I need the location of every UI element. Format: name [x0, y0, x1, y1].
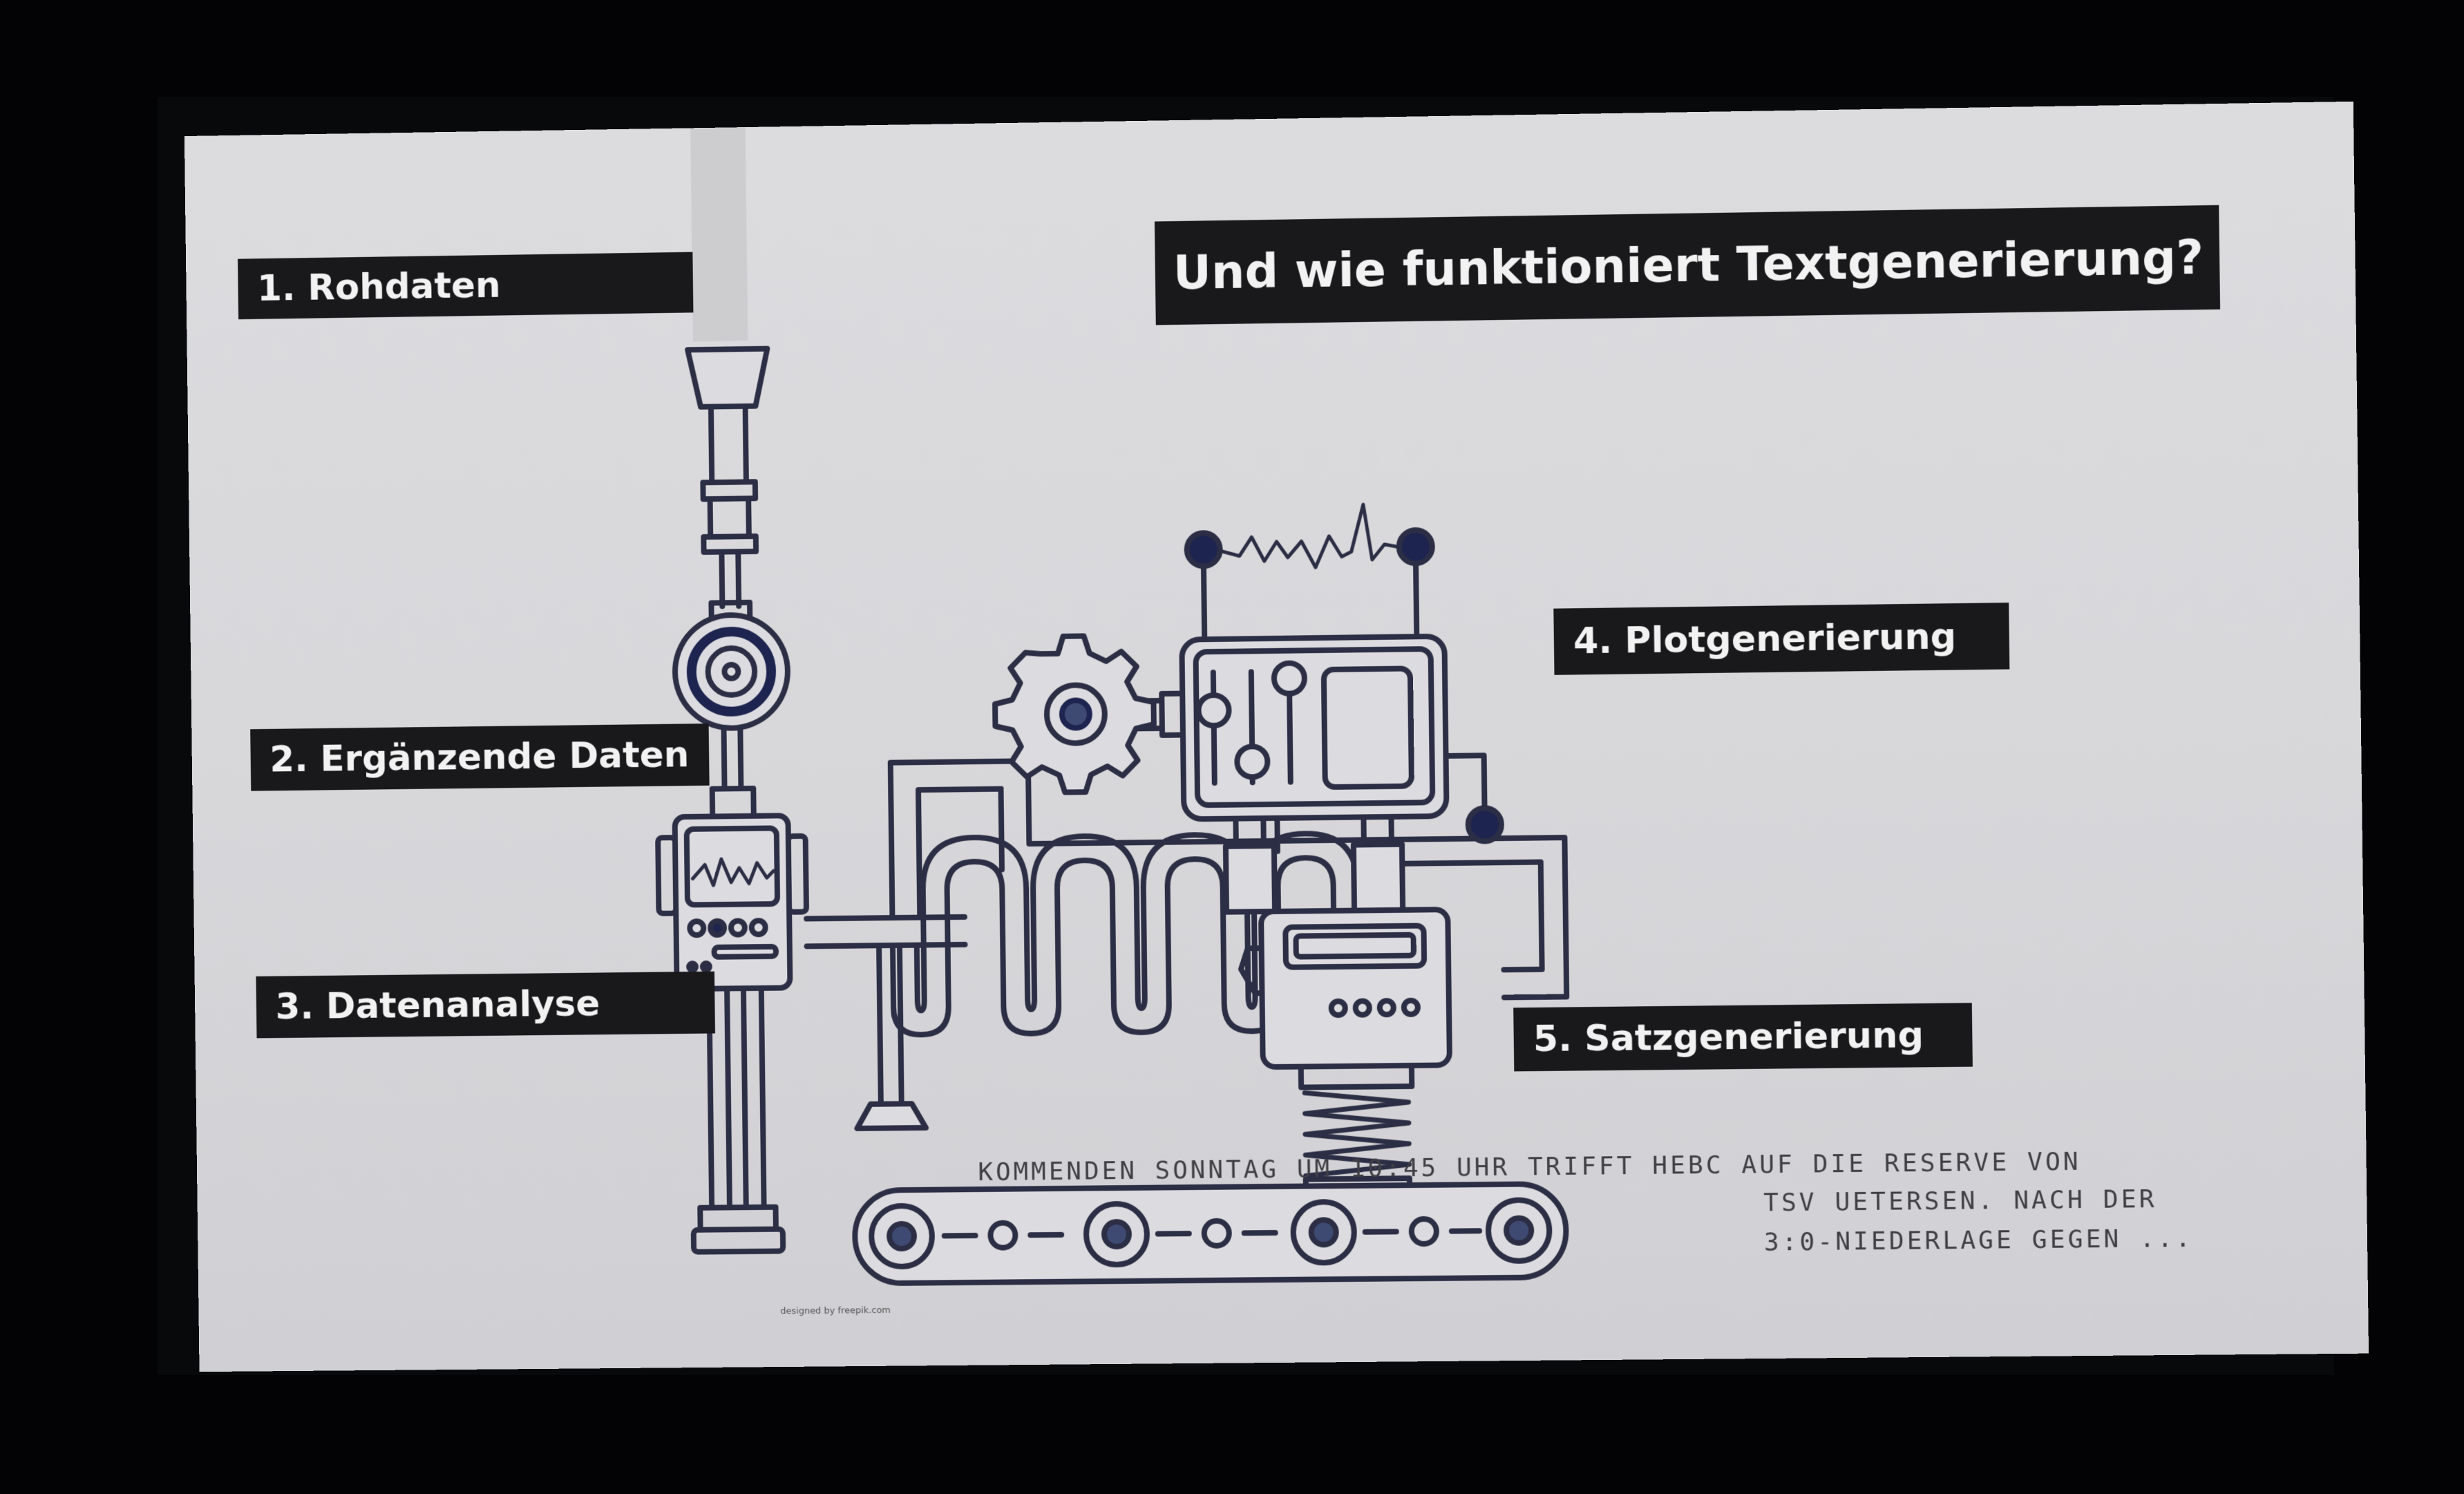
conveyor-belt: [855, 1184, 1567, 1283]
slide-title: Und wie funktioniert Textgenerierung?: [1155, 205, 2220, 325]
sentence-press: [1240, 909, 1451, 1192]
plot-unit: [1180, 502, 1502, 912]
paper-strip: [690, 120, 748, 341]
analysis-unit: [658, 815, 811, 1252]
step-label-datenanalyse: 3. Datenanalyse: [256, 972, 715, 1039]
funnel-part: [688, 349, 770, 607]
step-label-rohdaten: 1. Rohdaten: [238, 252, 693, 319]
gear-part: [994, 635, 1155, 793]
step-label-ergaenzende-daten: 2. Ergänzende Daten: [250, 724, 709, 791]
generated-text-line: 3:0-NIEDERLAGE GEGEN ...: [1764, 1224, 2194, 1257]
step-label-satzgenerierung: 5. Satzgenerierung: [1513, 1003, 1973, 1071]
slide-frame: Und wie funktioniert Textgenerierung? 1.…: [184, 102, 2369, 1372]
step-label-plotgenerierung: 4. Plotgenerierung: [1553, 603, 2009, 675]
image-credit: designed by freepik.com: [780, 1305, 891, 1316]
presentation-slide: Und wie funktioniert Textgenerierung? 1.…: [184, 102, 2369, 1372]
generated-text-line: TSV UETERSEN. NACH DER: [1763, 1185, 2157, 1218]
